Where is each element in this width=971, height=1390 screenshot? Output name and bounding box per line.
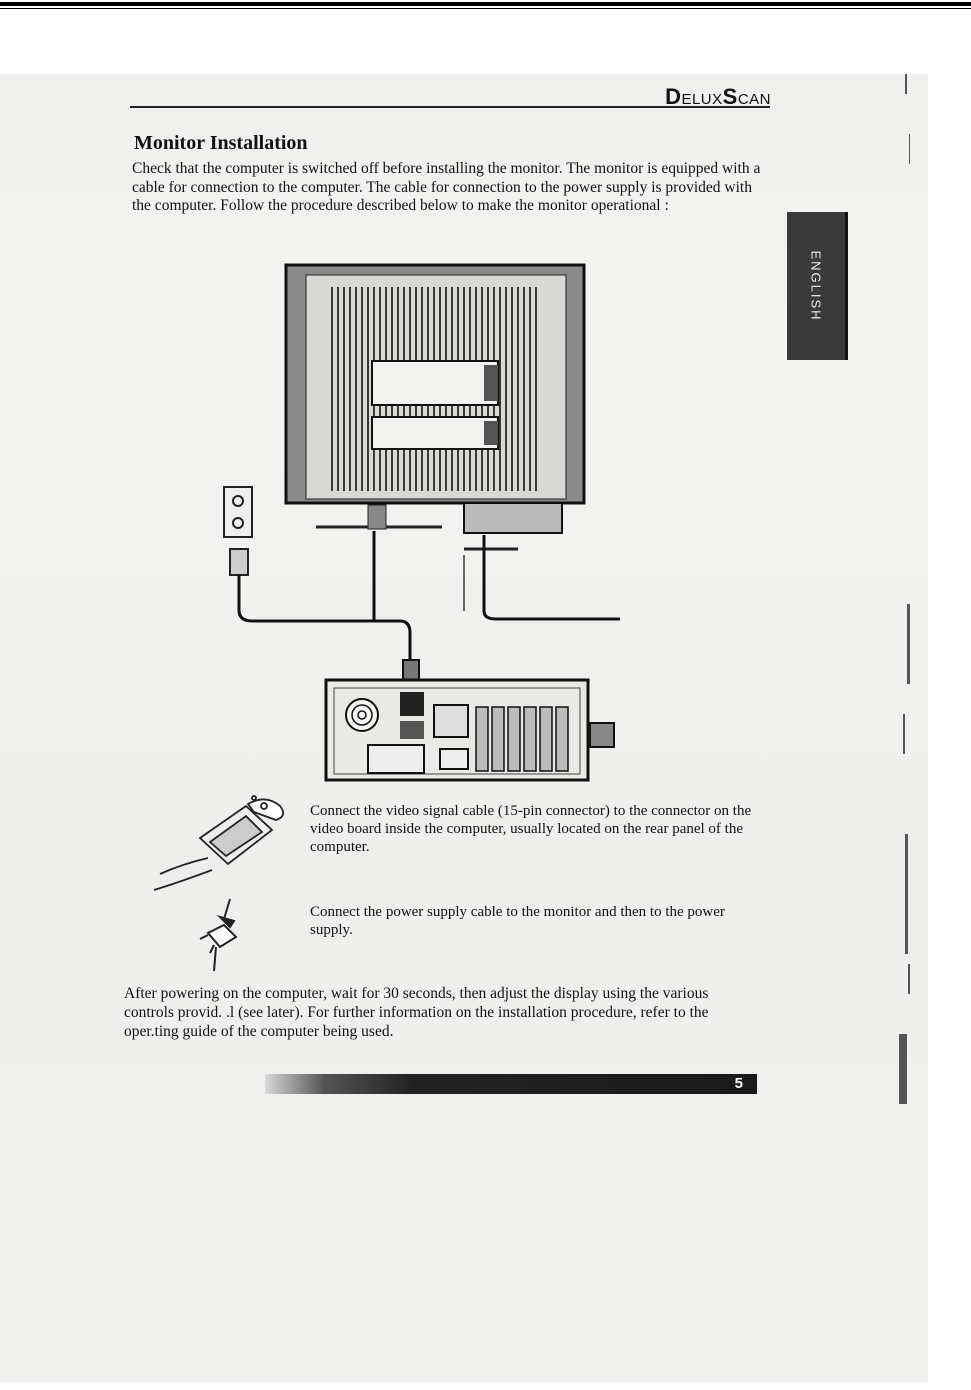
- page-number: 5: [734, 1075, 743, 1092]
- step-video-cable: Connect the video signal cable (15-pin c…: [310, 803, 752, 855]
- language-tab: ENGLISH: [787, 212, 848, 360]
- installation-diagram: [223, 263, 620, 782]
- language-tab-label: ENGLISH: [808, 250, 824, 322]
- power-plug-icon: [199, 898, 238, 972]
- top-border-thick: [0, 2, 971, 6]
- step-power-cable: Connect the power supply cable to the mo…: [310, 904, 725, 938]
- wall-outlet-illustration: [223, 486, 253, 576]
- footer-bar: 5: [265, 1074, 757, 1094]
- closing-paragraph: After powering on the computer, wait for…: [124, 985, 709, 1040]
- scan-edge-noise: [899, 74, 910, 1104]
- monitor-rear-illustration: [284, 263, 586, 551]
- intro-paragraph: Check that the computer is switched off …: [132, 160, 761, 214]
- top-border-thin: [0, 8, 971, 9]
- vga-connector-icon: [153, 795, 285, 891]
- brand-logo: DELUXSCAN: [665, 84, 771, 109]
- page-title: Monitor Installation: [134, 132, 308, 154]
- header-rule: [130, 106, 770, 108]
- computer-rear-panel-illustration: [324, 678, 615, 782]
